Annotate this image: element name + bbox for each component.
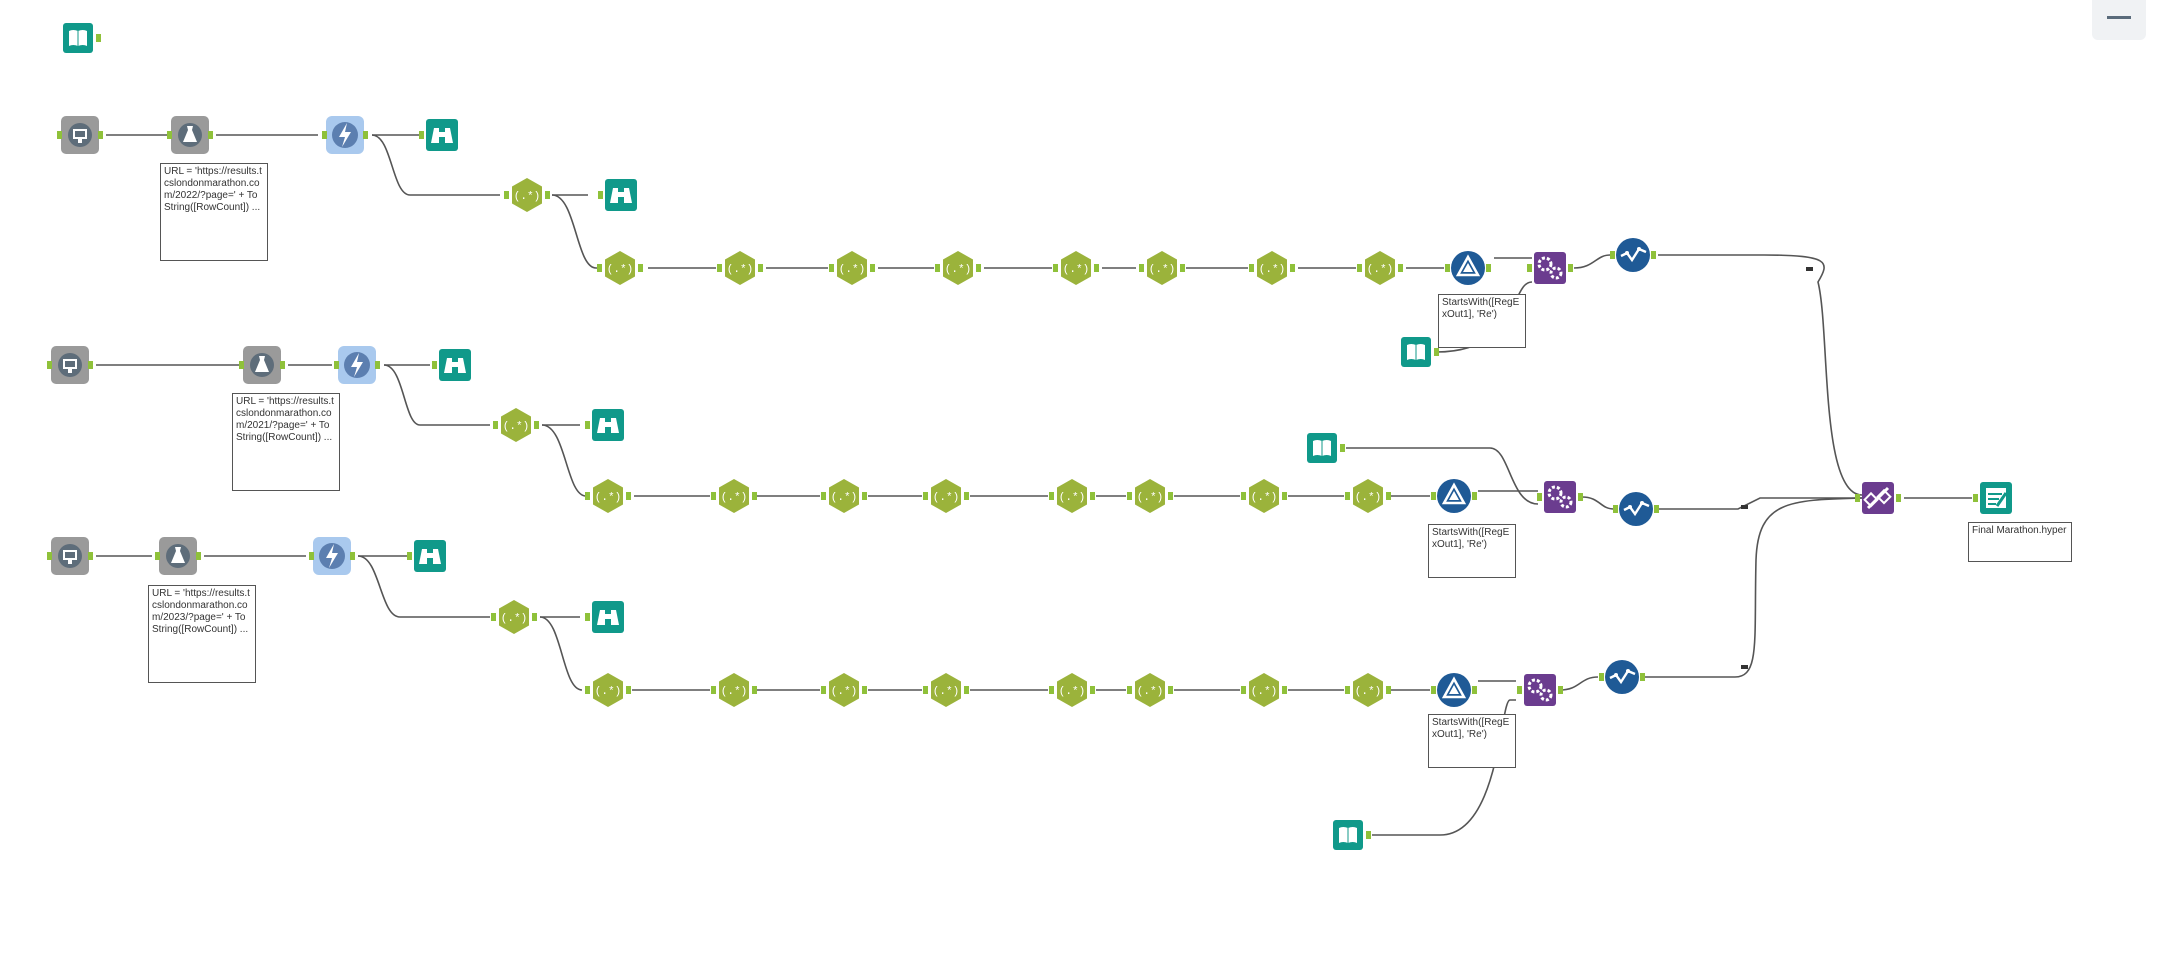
connection-wires	[96, 134, 1972, 836]
regex-icon[interactable]: (.*)	[819, 665, 869, 715]
annotation-filter-1: StartsWith([RegExOut1], 'Re')	[1438, 294, 1526, 348]
minimize-dash-icon	[2107, 16, 2131, 19]
regex-icon[interactable]: (.*)	[583, 665, 633, 715]
input-data-icon[interactable]	[53, 13, 103, 63]
svg-text:(.*): (.*)	[1059, 492, 1085, 504]
svg-text:(.*): (.*)	[607, 264, 633, 276]
regex-icon[interactable]: (.*)	[709, 471, 759, 521]
text-input-icon[interactable]	[45, 340, 95, 390]
svg-text:(.*): (.*)	[514, 191, 540, 203]
regex-icon[interactable]: (.*)	[1355, 243, 1405, 293]
regex-icon[interactable]: (.*)	[709, 665, 759, 715]
regex-icon[interactable]: (.*)	[1051, 243, 1101, 293]
text-input-icon[interactable]	[55, 110, 105, 160]
minimize-button[interactable]	[2092, 0, 2146, 40]
join-icon[interactable]	[1535, 472, 1585, 522]
join-icon[interactable]	[1515, 665, 1565, 715]
filter-icon[interactable]	[1443, 243, 1493, 293]
svg-text:(.*): (.*)	[945, 264, 971, 276]
svg-text:(.*): (.*)	[1259, 264, 1285, 276]
svg-text:(.*): (.*)	[503, 421, 529, 433]
browse-icon[interactable]	[596, 170, 646, 220]
browse-icon[interactable]	[405, 531, 455, 581]
regex-icon[interactable]: (.*)	[1239, 665, 1289, 715]
svg-text:(.*): (.*)	[1251, 492, 1277, 504]
download-icon[interactable]	[320, 110, 370, 160]
svg-text:(.*): (.*)	[1059, 686, 1085, 698]
svg-text:(.*): (.*)	[839, 264, 865, 276]
svg-text:(.*): (.*)	[831, 492, 857, 504]
regex-icon[interactable]: (.*)	[1247, 243, 1297, 293]
regex-icon[interactable]: (.*)	[921, 471, 971, 521]
regex-icon[interactable]: (.*)	[1047, 665, 1097, 715]
annotation-filter-3: StartsWith([RegExOut1], 'Re')	[1428, 714, 1516, 768]
regex-icon[interactable]: (.*)	[921, 665, 971, 715]
annotation-download-2021: URL = 'https://results.tcslondonmarathon…	[232, 393, 340, 491]
svg-text:(.*): (.*)	[1149, 264, 1175, 276]
svg-text:(.*): (.*)	[1355, 686, 1381, 698]
join-icon[interactable]	[1525, 243, 1575, 293]
svg-text:(.*): (.*)	[1355, 492, 1381, 504]
regex-icon[interactable]: (.*)	[502, 170, 552, 220]
download-icon[interactable]	[307, 531, 357, 581]
regex-icon[interactable]: (.*)	[583, 471, 633, 521]
regex-icon[interactable]: (.*)	[491, 400, 541, 450]
annotation-download-2023: URL = 'https://results.tcslondonmarathon…	[148, 585, 256, 683]
svg-text:(.*): (.*)	[727, 264, 753, 276]
regex-icon[interactable]: (.*)	[827, 243, 877, 293]
svg-text:(.*): (.*)	[1063, 264, 1089, 276]
union-icon[interactable]	[1853, 473, 1903, 523]
browse-icon[interactable]	[583, 400, 633, 450]
svg-text:(.*): (.*)	[933, 492, 959, 504]
regex-icon[interactable]: (.*)	[1047, 471, 1097, 521]
download-icon[interactable]	[332, 340, 382, 390]
browse-icon[interactable]	[417, 110, 467, 160]
select-icon[interactable]	[1611, 484, 1661, 534]
svg-text:(.*): (.*)	[1137, 686, 1163, 698]
annotation-output-file: Final Marathon.hyper	[1968, 522, 2072, 562]
regex-icon[interactable]: (.*)	[1137, 243, 1187, 293]
svg-text:(.*): (.*)	[721, 492, 747, 504]
regex-icon[interactable]: (.*)	[715, 243, 765, 293]
wire-junction-markers	[1741, 267, 1813, 669]
svg-text:(.*): (.*)	[933, 686, 959, 698]
regex-icon[interactable]: (.*)	[1343, 665, 1393, 715]
formula-icon[interactable]	[237, 340, 287, 390]
input-data-icon[interactable]	[1297, 423, 1347, 473]
svg-text:(.*): (.*)	[595, 492, 621, 504]
select-icon[interactable]	[1608, 230, 1658, 280]
text-input-icon[interactable]	[45, 531, 95, 581]
select-icon[interactable]	[1597, 652, 1647, 702]
regex-icon[interactable]: (.*)	[1239, 471, 1289, 521]
regex-icon[interactable]: (.*)	[819, 471, 869, 521]
regex-icon[interactable]: (.*)	[933, 243, 983, 293]
annotation-filter-2: StartsWith([RegExOut1], 'Re')	[1428, 524, 1516, 578]
input-data-icon[interactable]	[1391, 327, 1441, 377]
regex-icon[interactable]: (.*)	[1343, 471, 1393, 521]
svg-text:(.*): (.*)	[1137, 492, 1163, 504]
formula-icon[interactable]	[153, 531, 203, 581]
svg-text:(.*): (.*)	[1251, 686, 1277, 698]
browse-icon[interactable]	[583, 592, 633, 642]
svg-text:(.*): (.*)	[595, 686, 621, 698]
regex-icon[interactable]: (.*)	[1125, 471, 1175, 521]
regex-icon[interactable]: (.*)	[489, 592, 539, 642]
filter-icon[interactable]	[1429, 471, 1479, 521]
svg-text:(.*): (.*)	[1367, 264, 1393, 276]
svg-text:(.*): (.*)	[831, 686, 857, 698]
svg-text:(.*): (.*)	[501, 613, 527, 625]
browse-icon[interactable]	[430, 340, 480, 390]
regex-icon[interactable]: (.*)	[1125, 665, 1175, 715]
input-data-icon[interactable]	[1323, 810, 1373, 860]
svg-text:(.*): (.*)	[721, 686, 747, 698]
annotation-download-2022: URL = 'https://results.tcslondonmarathon…	[160, 163, 268, 261]
regex-icon[interactable]: (.*)	[595, 243, 645, 293]
filter-icon[interactable]	[1429, 665, 1479, 715]
output-data-icon[interactable]	[1971, 473, 2021, 523]
formula-icon[interactable]	[165, 110, 215, 160]
